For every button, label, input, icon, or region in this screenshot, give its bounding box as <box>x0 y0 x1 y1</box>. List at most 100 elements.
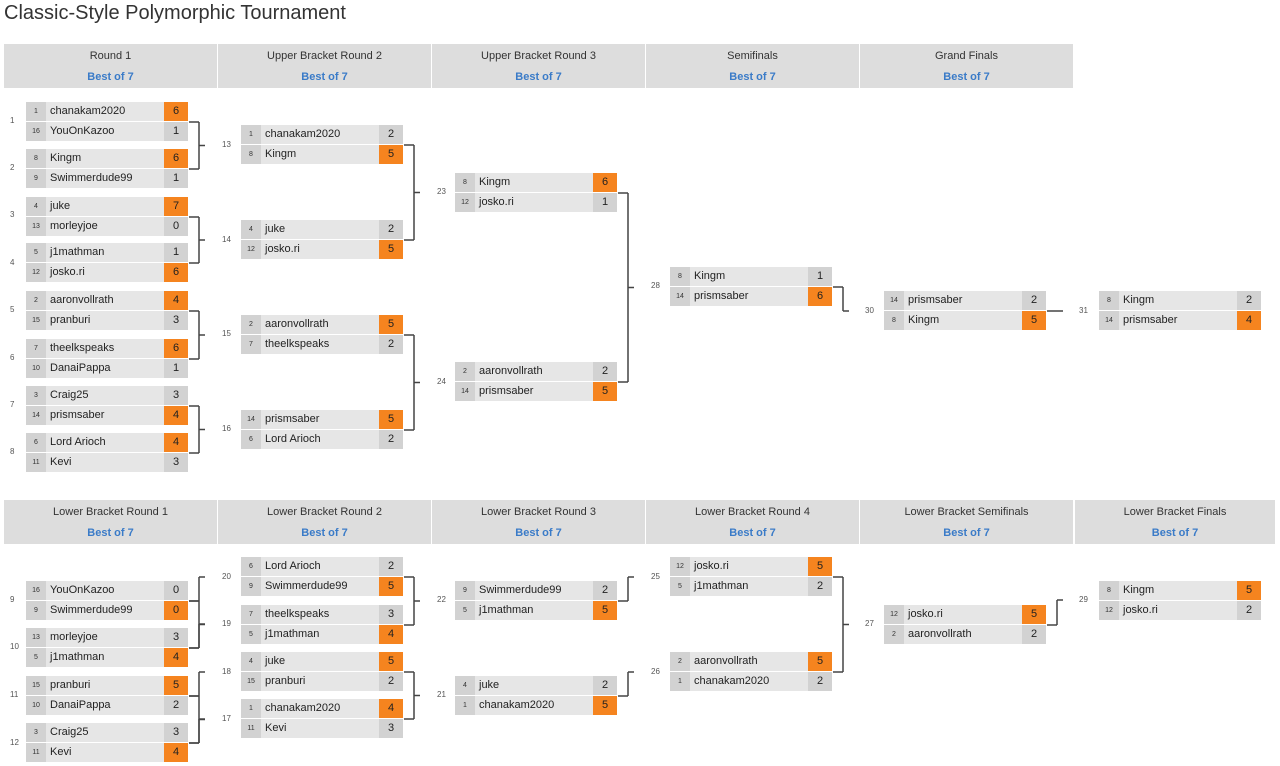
player-name[interactable]: Kevi <box>265 722 287 734</box>
player-name[interactable]: chanakam2020 <box>265 128 341 140</box>
player-name[interactable]: j1mathman <box>265 628 320 640</box>
player-name[interactable]: josko.ri <box>908 608 943 620</box>
best-of-link[interactable]: Best of 7 <box>729 71 776 83</box>
best-of-link[interactable]: Best of 7 <box>87 527 134 539</box>
player-name[interactable]: chanakam2020 <box>479 699 555 711</box>
player-name[interactable]: aaronvollrath <box>265 318 329 330</box>
player-name[interactable]: josko.ri <box>694 560 729 572</box>
player-name[interactable]: Lord Arioch <box>265 433 321 445</box>
player-name[interactable]: Kingm <box>1123 584 1155 596</box>
player-name[interactable]: josko.ri <box>1123 604 1158 616</box>
player-name[interactable]: josko.ri <box>50 266 85 278</box>
player-name[interactable]: prismsaber <box>50 409 105 421</box>
best-of-link[interactable]: Best of 7 <box>729 527 776 539</box>
best-of-link[interactable]: Best of 7 <box>515 527 562 539</box>
player-name[interactable]: Swimmerdude99 <box>50 172 133 184</box>
player-name[interactable]: prismsaber <box>479 385 534 397</box>
player-name[interactable]: DanaiPappa <box>50 699 111 711</box>
player-name[interactable]: prismsaber <box>908 294 963 306</box>
player-name[interactable]: morleyjoe <box>50 631 98 643</box>
player-name[interactable]: Craig25 <box>50 726 89 738</box>
player-name[interactable]: josko.ri <box>479 196 514 208</box>
player-name[interactable]: Kingm <box>479 176 511 188</box>
best-of-link[interactable]: Best of 7 <box>301 71 348 83</box>
player-name[interactable]: prismsaber <box>694 290 749 302</box>
player-name[interactable]: Kingm <box>50 152 82 164</box>
best-of-link[interactable]: Best of 7 <box>943 71 990 83</box>
player-name[interactable]: juke <box>50 200 71 212</box>
player-name[interactable]: chanakam2020 <box>50 105 126 117</box>
player-name[interactable]: pranburi <box>265 675 306 687</box>
player-name[interactable]: Swimmerdude99 <box>50 604 133 616</box>
best-of-link[interactable]: Best of 7 <box>301 527 348 539</box>
player-name[interactable]: Kingm <box>694 270 726 282</box>
best-of-link[interactable]: Best of 7 <box>1151 527 1199 539</box>
player-name[interactable]: Lord Arioch <box>265 560 321 572</box>
best-of-link[interactable]: Best of 7 <box>515 71 562 83</box>
player-name[interactable]: chanakam2020 <box>265 702 341 714</box>
player-name[interactable]: Lord Arioch <box>50 436 106 448</box>
player-name[interactable]: juke <box>265 223 286 235</box>
best-of-link[interactable]: Best of 7 <box>87 71 134 83</box>
player-name[interactable]: prismsaber <box>265 413 320 425</box>
player-name[interactable]: prismsaber <box>1123 314 1178 326</box>
best-of-link[interactable]: Best of 7 <box>943 527 990 539</box>
player-name[interactable]: pranburi <box>50 679 91 691</box>
player-name[interactable]: aaronvollrath <box>50 294 114 306</box>
player-name[interactable]: Swimmerdude99 <box>265 580 348 592</box>
player-name[interactable]: Kingm <box>265 148 297 160</box>
player-name[interactable]: aaronvollrath <box>694 655 758 667</box>
player-name[interactable]: j1mathman <box>479 604 534 616</box>
player-name[interactable]: theelkspeaks <box>50 342 115 354</box>
player-name[interactable]: pranburi <box>50 314 91 326</box>
player-name[interactable]: Kevi <box>50 456 72 468</box>
